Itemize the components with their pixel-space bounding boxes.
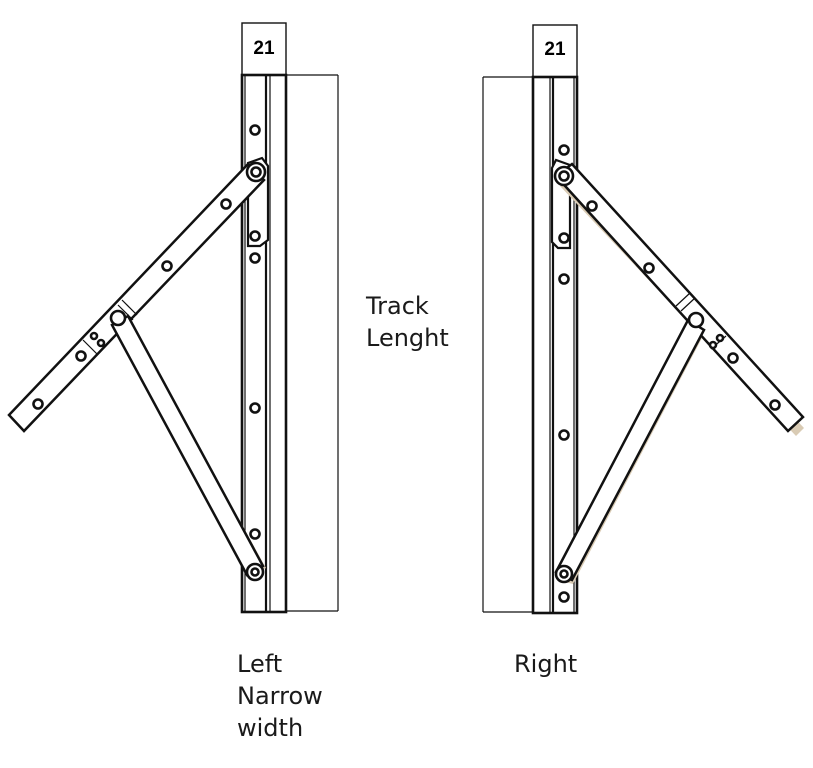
left-middle-pivot <box>109 309 127 327</box>
right-arm-hole <box>586 200 598 212</box>
left-track-rail <box>240 73 288 614</box>
left-track-hole <box>249 402 261 414</box>
left-width-dimension-value: 21 <box>253 38 275 59</box>
right-track-hole <box>558 232 570 244</box>
right-arm-hole <box>727 352 739 364</box>
left-hinge: 21 <box>7 22 339 614</box>
right-arm-hole <box>643 262 655 274</box>
left-arm-small-hole <box>96 338 106 348</box>
left-arm-notches <box>82 299 138 356</box>
left-track-length-dimension <box>286 74 339 612</box>
left-width-dimension-box <box>241 22 287 76</box>
right-track-length-dimension <box>482 76 533 613</box>
right-track-hole <box>558 273 570 285</box>
left-arm-hole <box>32 398 44 410</box>
left-arm-small-hole <box>89 331 99 341</box>
right-arm-small-hole <box>708 340 718 350</box>
right-middle-pivot <box>687 311 705 329</box>
right-top-pivot <box>553 165 575 187</box>
left-bottom-pivot <box>245 562 265 582</box>
left-arm-hole <box>161 260 173 272</box>
track-length-label: Track Lenght <box>366 290 449 354</box>
left-top-pivot <box>245 161 267 183</box>
left-track-hole <box>249 230 261 242</box>
left-caption-line-1: Left <box>237 650 283 678</box>
left-track-hole <box>249 252 261 264</box>
left-caption-line-2: Narrow <box>237 682 323 710</box>
track-length-label-line-1: Track <box>366 292 429 320</box>
track-length-label-line-2: Lenght <box>366 324 449 352</box>
right-caption: Right <box>514 648 577 680</box>
left-track-hole <box>249 124 261 136</box>
left-caption: Left Narrow width <box>237 648 323 744</box>
right-width-dimension-box <box>532 24 578 78</box>
right-arm-small-hole <box>715 333 725 343</box>
right-track-hole <box>558 144 570 156</box>
left-arm-hole <box>75 350 87 362</box>
right-track-rail <box>531 75 579 615</box>
right-width-dimension-value: 21 <box>544 39 566 60</box>
right-caption-line-1: Right <box>514 650 578 678</box>
left-track-hole <box>249 528 261 540</box>
right-arm-hole <box>769 399 781 411</box>
left-caption-line-3: width <box>237 714 304 742</box>
right-track-hole <box>558 591 570 603</box>
left-arm-hole <box>220 198 232 210</box>
right-hinge: 21 <box>482 24 805 615</box>
right-bottom-pivot <box>554 564 574 584</box>
right-track-hole <box>558 429 570 441</box>
